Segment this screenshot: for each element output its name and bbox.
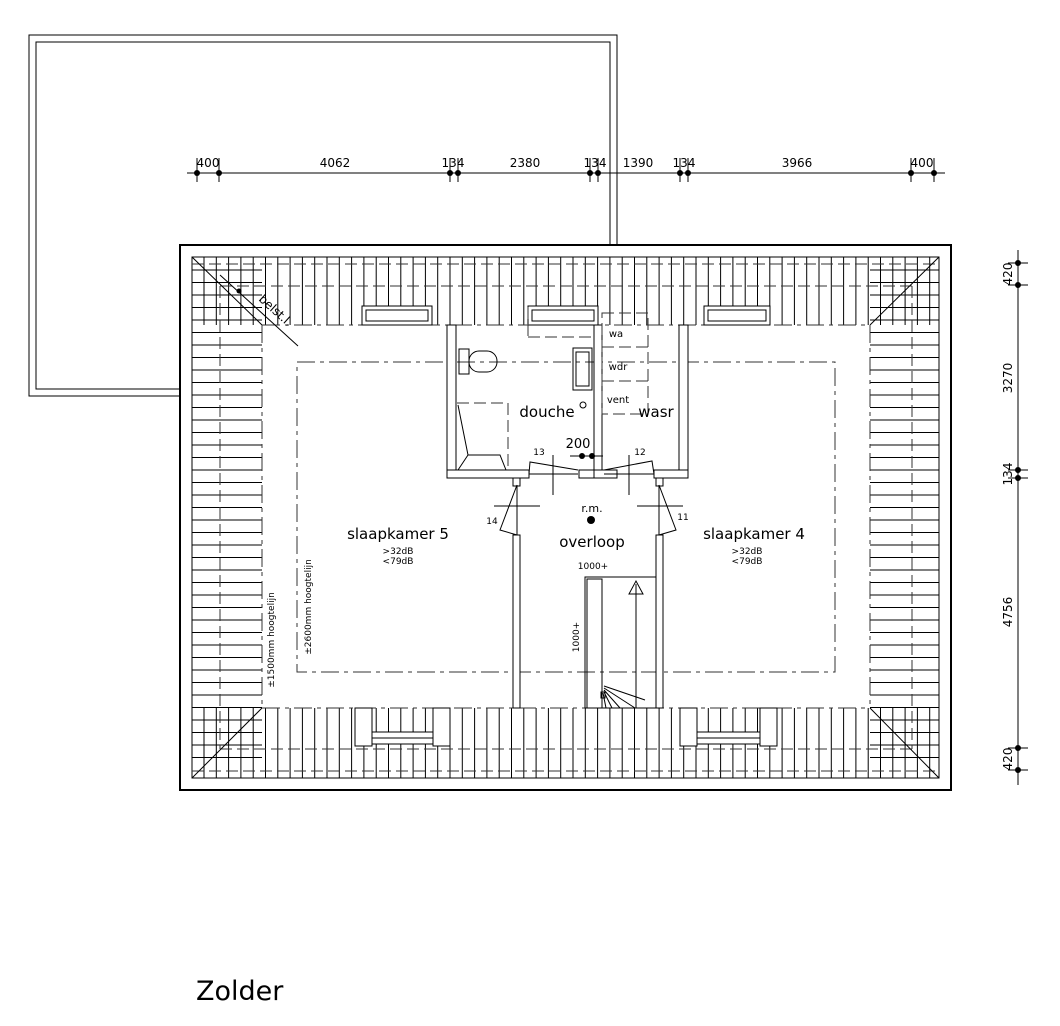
dimension-tick <box>908 170 914 176</box>
room-label-wasr: wasr <box>638 403 674 421</box>
door-number: 11 <box>677 513 688 523</box>
dim-right-label: 4756 <box>1001 597 1015 628</box>
stair-width-label: 1000+ <box>578 562 608 572</box>
dimension-tick <box>1015 260 1021 266</box>
utility-zone <box>601 312 649 415</box>
utility-label-wdr: wdr <box>609 362 629 373</box>
dim-right-label: 3270 <box>1001 363 1015 394</box>
dimension-tick <box>685 170 691 176</box>
dim-top-label: 134 <box>442 156 465 170</box>
shower-tray-icon <box>457 404 507 471</box>
roof-windows-top <box>361 305 771 326</box>
smoke-detector-label: r.m. <box>581 502 602 515</box>
dim-200-label: 200 <box>566 437 591 452</box>
utility-label-wa: wa <box>609 329 623 340</box>
dimension-tick <box>595 170 601 176</box>
sound-min: >32dB <box>732 547 763 557</box>
dormer-windows-bottom <box>354 707 778 747</box>
floor-title: Zolder <box>196 976 284 1007</box>
dimension-tick <box>447 170 453 176</box>
dim-top-label: 2380 <box>510 156 541 170</box>
toilet-icon <box>468 350 498 373</box>
room-label-slaapkamer-5: slaapkamer 5 <box>347 525 449 543</box>
dim-right-label: 420 <box>1001 263 1015 286</box>
sound-min: >32dB <box>383 547 414 557</box>
dimension-tick <box>194 170 200 176</box>
height-line-2600-label: ±2600mm hoogtelijn <box>304 559 314 655</box>
staircase <box>584 576 657 709</box>
dim-top-label: 400 <box>911 156 934 170</box>
door-number: 14 <box>486 517 498 527</box>
dim-top-label: 4062 <box>320 156 351 170</box>
dimension-tick <box>1015 467 1021 473</box>
dim-right-label: 134 <box>1001 463 1015 486</box>
dimension-tick <box>1015 745 1021 751</box>
dimension-tick <box>1015 282 1021 288</box>
doors <box>494 453 683 536</box>
height-line-2600 <box>296 361 836 673</box>
dimension-tick <box>1015 475 1021 481</box>
roof-tiles <box>192 257 939 778</box>
height-line-1500-label: ±1500mm hoogtelijn <box>267 592 277 688</box>
dimension-tick <box>931 170 937 176</box>
dim-top-label: 134 <box>673 156 696 170</box>
door-number: 12 <box>634 448 645 458</box>
dim-right-label: 420 <box>1001 748 1015 771</box>
dimension-tick <box>677 170 683 176</box>
dimension-tick <box>216 170 222 176</box>
dimension-line-right <box>1008 250 1028 785</box>
bathroom-fixtures <box>457 307 649 471</box>
dim-top-label: 3966 <box>782 156 813 170</box>
dim-top-label: 400 <box>197 156 220 170</box>
sink-icon <box>572 347 593 391</box>
attic-floor <box>262 325 870 708</box>
utility-label-vent: vent <box>607 395 629 406</box>
room-label-slaapkamer-4: slaapkamer 4 <box>703 525 805 543</box>
sound-max: <79dB <box>383 557 414 567</box>
room-label-douche: douche <box>519 403 574 421</box>
room-label-overloop: overloop <box>559 533 625 551</box>
sound-max: <79dB <box>732 557 763 567</box>
dimension-tick <box>587 170 593 176</box>
dimension-tick <box>455 170 461 176</box>
stair-length-label: 1000+ <box>572 622 582 652</box>
dimension-tick <box>1015 767 1021 773</box>
dimension-line-top <box>187 158 945 182</box>
dim-top-label: 134 <box>584 156 607 170</box>
stair-arrow-icon <box>628 579 644 595</box>
smoke-detector-icon <box>587 516 595 524</box>
dim-top-label: 1390 <box>623 156 654 170</box>
door-number: 13 <box>533 448 544 458</box>
